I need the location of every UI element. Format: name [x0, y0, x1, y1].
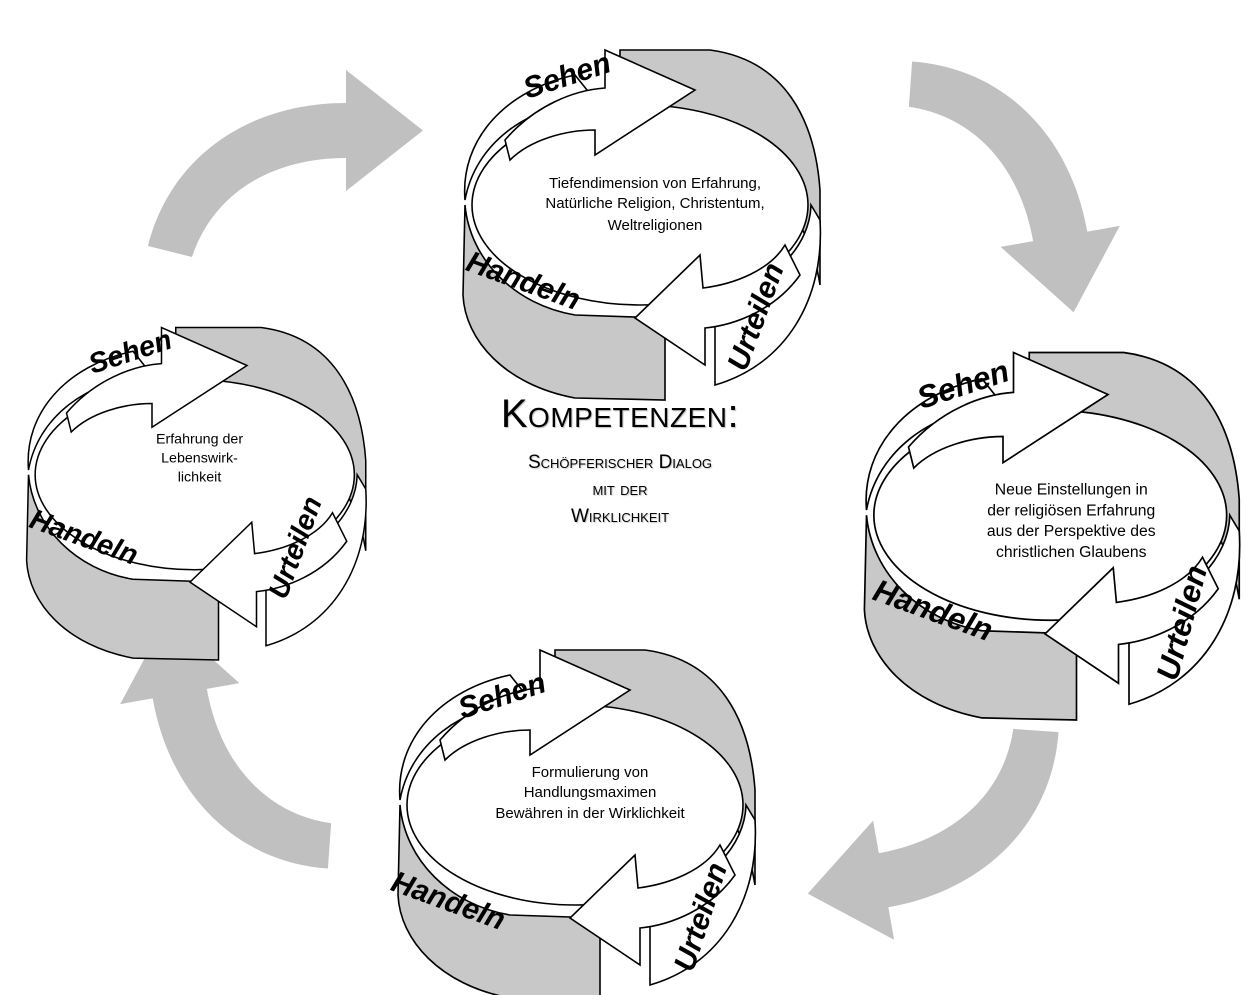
node-left-text-3: lichkeit	[178, 469, 222, 485]
cycle-node-bottom: Sehen Urteilen Handeln Formulierung von …	[387, 649, 757, 995]
node-bottom-text-3: Bewähren in der Wirklichkeit	[495, 805, 685, 822]
node-right-text-4: christlichen Glaubens	[996, 544, 1147, 561]
cycle-node-top: Sehen Urteilen Handeln Tiefendimension v…	[462, 46, 822, 401]
node-top-text-1: Tiefendimension von Erfahrung,	[549, 175, 761, 192]
node-top-text-2: Natürliche Religion, Christentum,	[545, 195, 764, 212]
subtitle-line: mit der	[592, 479, 648, 500]
node-bottom-text-1: Formulierung von	[532, 764, 649, 781]
cycle-node-right: Sehen Urteilen Handeln Neue Einstellunge…	[863, 351, 1241, 721]
cycle-node-left: Sehen Urteilen Handeln Erfahrung der Leb…	[26, 324, 367, 661]
node-bottom-text-2: Handlungsmaximen	[524, 784, 657, 801]
node-right-text-2: der religiösen Erfahrung	[987, 502, 1155, 519]
node-right-text-3: aus der Perspektive des	[987, 523, 1156, 540]
subtitle: Schöpferischer Dialog mit der Wirklichke…	[380, 449, 860, 530]
node-right-text-1: Neue Einstellungen in	[995, 481, 1148, 498]
node-top-text-3: Weltreligionen	[608, 217, 703, 234]
connector-right-to-bottom	[785, 721, 1090, 954]
subtitle-line: Wirklichkeit	[570, 506, 670, 527]
connector-left-to-top	[148, 70, 423, 257]
subtitle-line: Schöpferischer Dialog	[527, 452, 713, 473]
node-left-text-2: Lebenswirk-	[161, 450, 238, 466]
center-title-block: Kompetenzen: Schöpferischer Dialog mit d…	[380, 392, 860, 530]
node-left-text-1: Erfahrung der	[156, 431, 243, 447]
connector-top-to-right	[901, 30, 1134, 335]
main-title: Kompetenzen:	[500, 392, 740, 436]
